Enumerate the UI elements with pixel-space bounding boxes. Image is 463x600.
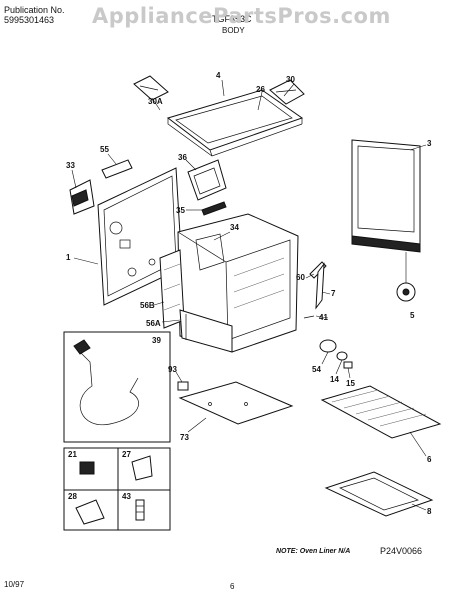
callout: 54 (312, 365, 321, 374)
part-vent-strip (101, 159, 133, 179)
part-knob (396, 252, 416, 302)
part-vent-box (69, 179, 95, 215)
callout: 34 (230, 223, 239, 232)
footer-date: 10/97 (4, 580, 25, 589)
part-bottom-panel (178, 381, 294, 425)
callout: 27 (122, 450, 131, 459)
callout: 36 (178, 153, 187, 162)
part-fitting-14 (336, 351, 348, 361)
publication-label: Publication No. (4, 5, 65, 15)
part-side-trim (309, 261, 327, 310)
callout: 14 (330, 375, 339, 384)
callout: 43 (122, 492, 131, 501)
part-front-frame (179, 309, 233, 353)
callout: 8 (427, 507, 432, 516)
model-number: TGF353C (212, 14, 252, 24)
part-oven-body (159, 213, 299, 353)
callout: 60 (296, 273, 305, 282)
callout: 7 (331, 289, 336, 298)
watermark: AppliancePartsPros.com (92, 4, 391, 28)
inset-power-cord (63, 331, 171, 443)
figure-code: P24V0066 (380, 546, 423, 556)
callout: 6 (427, 455, 432, 464)
inset-hardware-grid (63, 447, 171, 531)
part-flue-duct (187, 159, 227, 201)
page-number: 6 (230, 582, 235, 591)
callout: 73 (180, 433, 189, 442)
callout: 30A (148, 97, 163, 106)
publication-number: 5995301463 (4, 15, 55, 25)
callout: 26 (256, 85, 265, 94)
callout: 15 (346, 379, 355, 388)
callout: 55 (100, 145, 109, 154)
part-clip-93 (177, 381, 189, 391)
callout: 21 (68, 450, 77, 459)
part-fitting-54 (319, 339, 337, 353)
callout: 56B (140, 301, 155, 310)
callout-labels: 4 26 30A 30 3 55 33 36 35 34 1 56B 56A 6… (66, 71, 432, 516)
callout: 56A (146, 319, 161, 328)
part-fitting-15 (343, 361, 353, 369)
part-top-panel (166, 89, 304, 157)
callout: 30 (286, 75, 295, 84)
callout: 28 (68, 492, 77, 501)
callout: 4 (216, 71, 221, 80)
callout: 35 (176, 206, 185, 215)
callout: 1 (66, 253, 71, 262)
section-title: BODY (222, 26, 245, 35)
callout: 5 (410, 311, 415, 320)
part-oven-rack (320, 385, 442, 439)
oven-liner-note: NOTE: Oven Liner N/A (276, 548, 351, 555)
callout: 3 (427, 139, 432, 148)
part-screw-41 (303, 315, 315, 319)
part-broil-pan (324, 471, 434, 517)
part-oven-door (351, 139, 421, 253)
callout: 33 (66, 161, 75, 170)
part-bracket-30a (133, 75, 169, 101)
part-strip-35 (201, 201, 227, 216)
callout: 41 (319, 313, 328, 322)
leader-lines (71, 79, 427, 511)
callout: 93 (168, 365, 177, 374)
callout: 39 (152, 336, 161, 345)
